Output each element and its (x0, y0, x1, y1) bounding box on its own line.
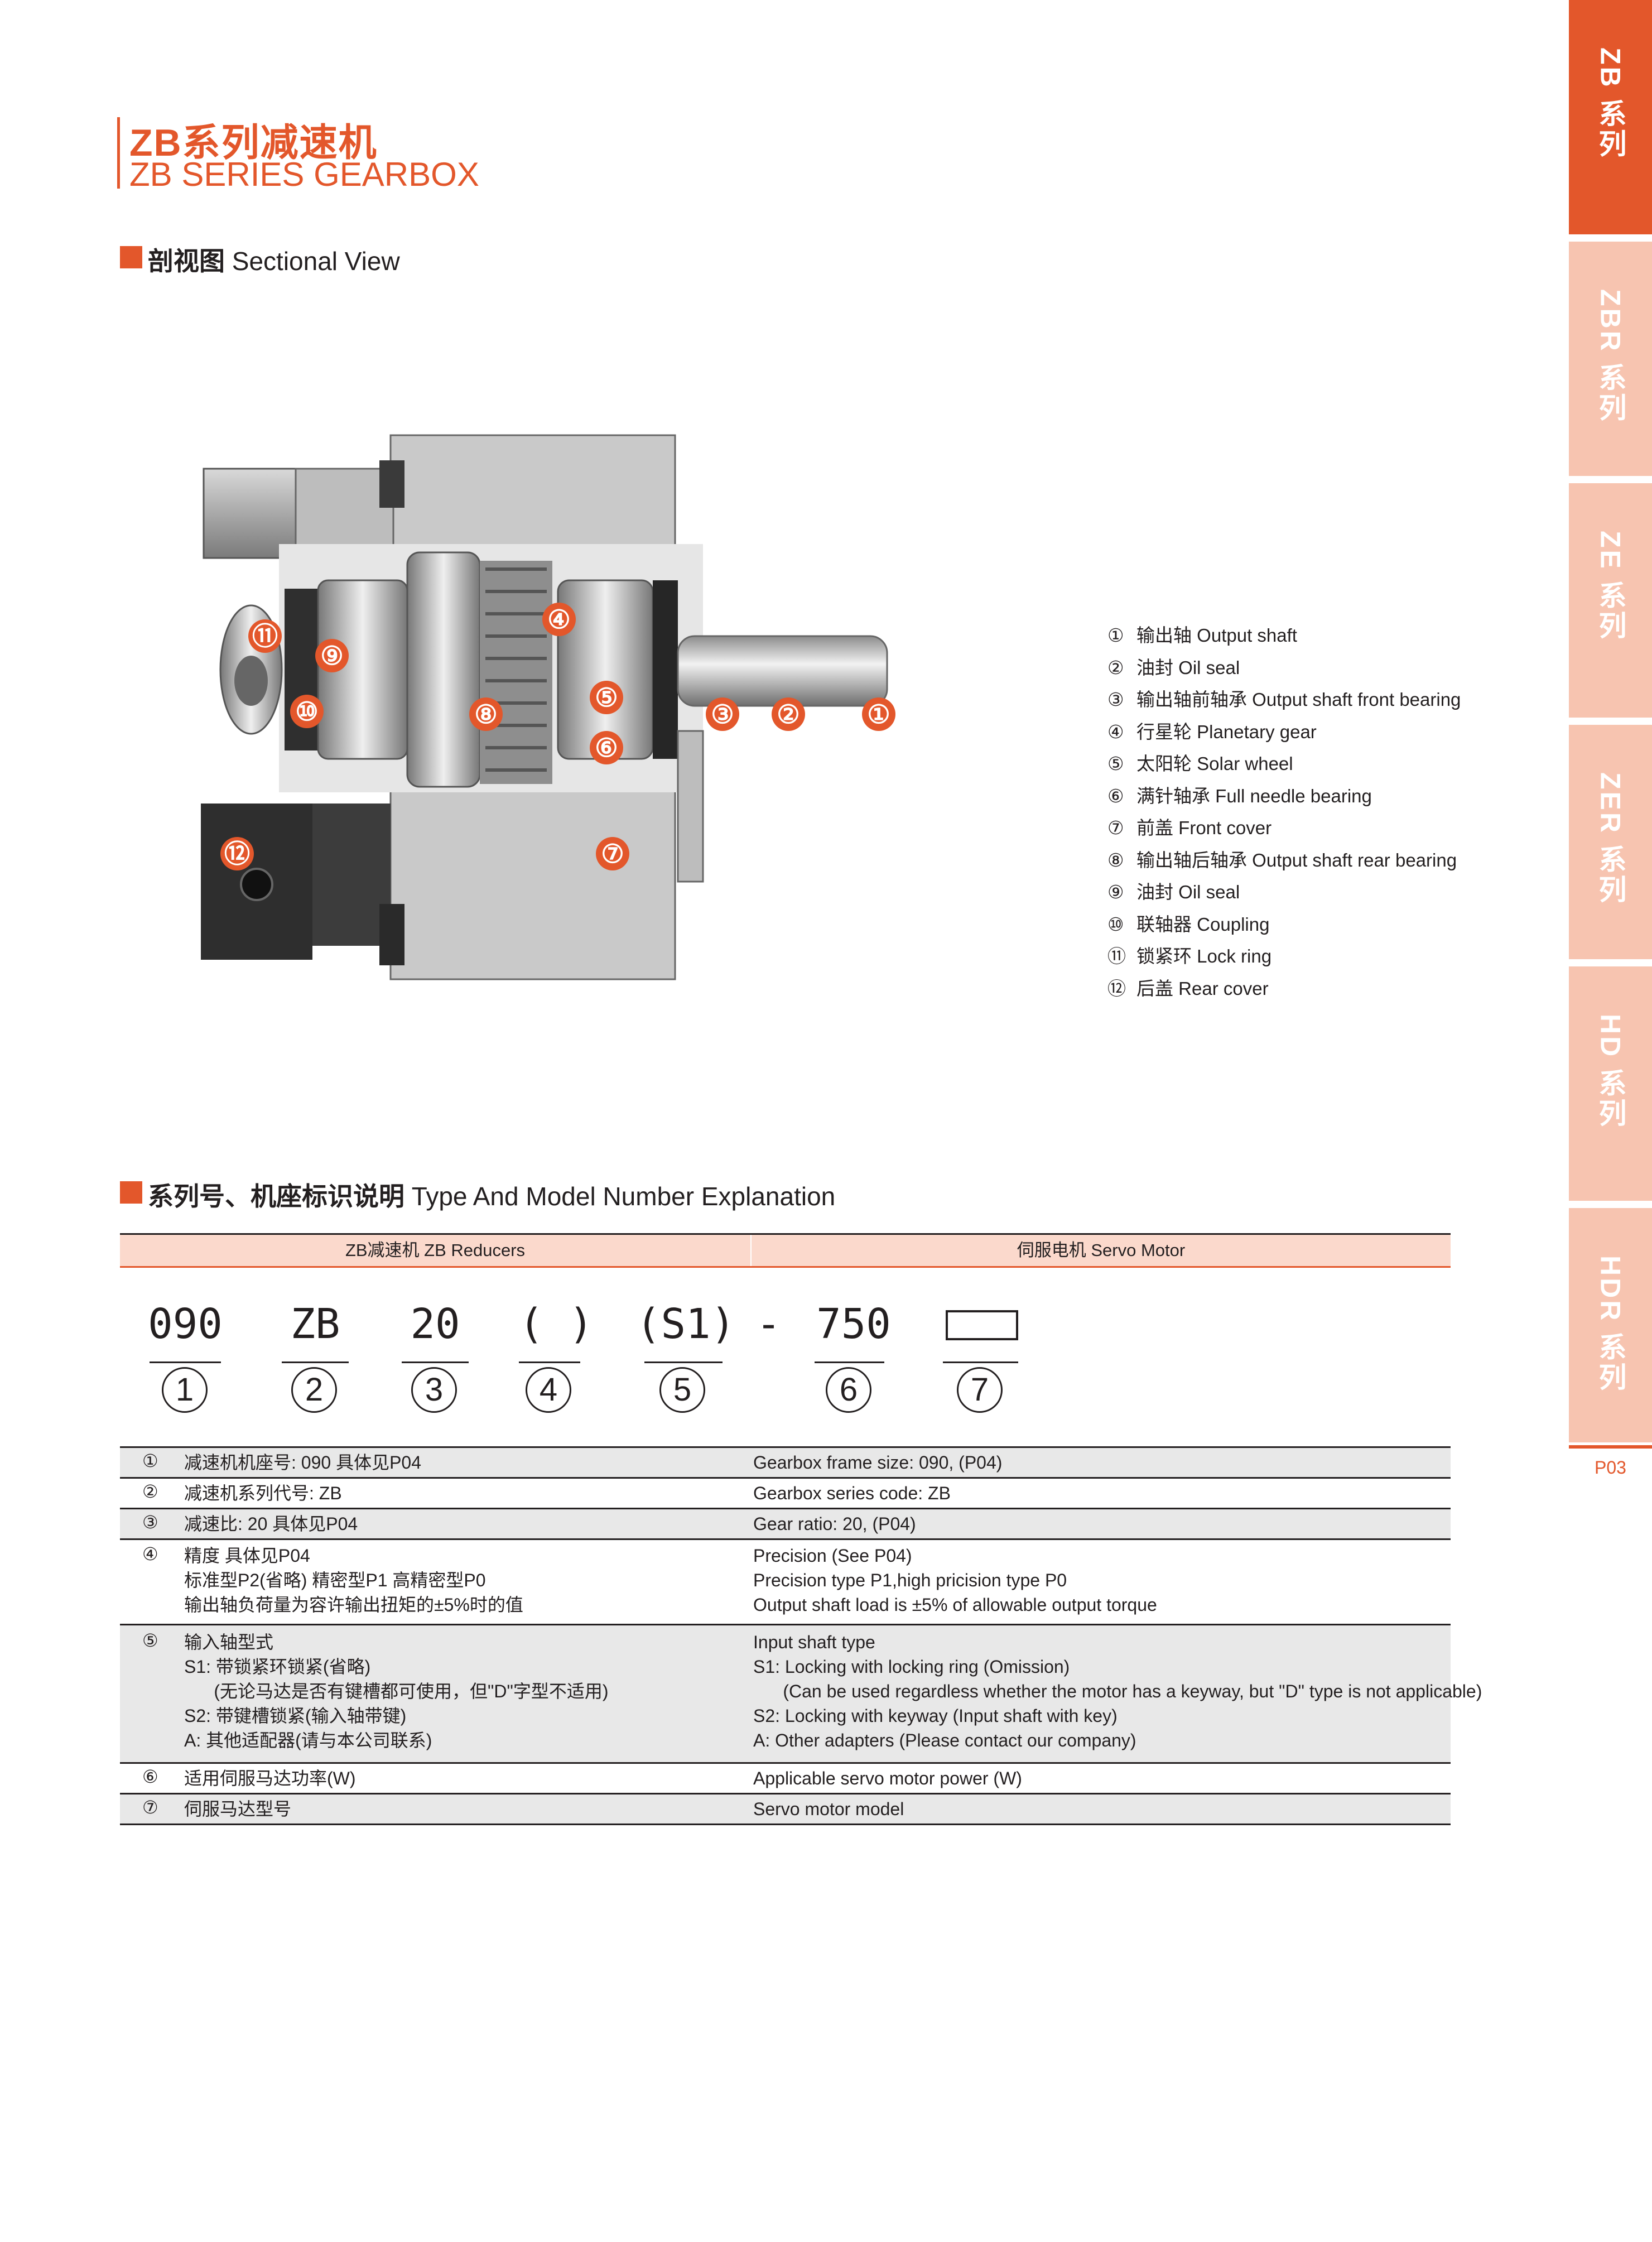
tab-label: HD 系列 (1595, 1014, 1626, 1129)
code-underline (519, 1361, 580, 1363)
explanation-table: ① 减速机机座号: 090 具体见P04 Gearbox frame size:… (120, 1448, 1482, 1833)
callout-2: ② (772, 697, 805, 731)
page-title-cn: ZB系列减速机 (129, 122, 378, 164)
code-motor-model-box (946, 1310, 1018, 1340)
svg-text:⑧: ⑧ (474, 700, 497, 729)
svg-text:①: ① (867, 700, 890, 729)
tab-zbr-series[interactable]: ZBR 系列 (1569, 242, 1652, 476)
callout-9: ⑨ (315, 639, 349, 672)
model-heading: 系列号、机座标识说明 Type And Model Number Explana… (148, 1176, 835, 1213)
svg-text:⑦: ⑦ (601, 839, 624, 868)
code-circle-4: 4 (526, 1367, 571, 1413)
code-circle-5: 5 (659, 1367, 705, 1413)
svg-text:⑪: ⑪ (252, 622, 278, 651)
callout-1: ① (862, 697, 895, 731)
header-servo-motor: 伺服电机 Servo Motor (752, 1235, 1451, 1266)
code-circle-1: 1 (162, 1367, 208, 1413)
table-row: ⑤ 输入轴型式 S1: 带锁紧环锁紧(省略) (无论马达是否有键槽都可使用，但"… (120, 1625, 1482, 1764)
tab-label: ZB 系列 (1595, 47, 1626, 160)
model-heading-cn: 系列号、机座标识说明 (148, 1182, 404, 1211)
code-input-shaft: (S1) (636, 1300, 736, 1348)
model-heading-en: Type And Model Number Explanation (411, 1182, 836, 1211)
code-ratio: 20 (410, 1300, 460, 1348)
table-row: ④ 精度 具体见P04 标准型P2(省略) 精密型P1 高精密型P0 输出轴负荷… (120, 1540, 1451, 1625)
code-precision: ( ) (519, 1300, 594, 1348)
code-circle-2: 2 (291, 1367, 337, 1413)
table-row: ⑥ 适用伺服马达功率(W) Applicable servo motor pow… (120, 1764, 1451, 1794)
callout-5: ⑤ (590, 681, 623, 714)
callout-10: ⑩ (290, 695, 324, 728)
tab-zb-series[interactable]: ZB 系列 (1569, 0, 1652, 234)
page-number: P03 (1595, 1457, 1626, 1478)
code-frame-size: 090 (148, 1300, 223, 1348)
callout-8: ⑧ (469, 697, 503, 731)
sectional-heading-cn: 剖视图 (148, 247, 225, 276)
svg-text:③: ③ (711, 700, 734, 729)
code-dash: - (756, 1300, 781, 1348)
code-series: ZB (290, 1300, 340, 1348)
code-circle-7: 7 (957, 1367, 1003, 1413)
code-circle-3: 3 (411, 1367, 457, 1413)
sectional-heading-en: Sectional View (232, 247, 400, 276)
svg-text:⑩: ⑩ (295, 697, 318, 726)
code-motor-power: 750 (816, 1300, 891, 1348)
svg-text:②: ② (777, 700, 799, 729)
section-marker (120, 246, 142, 268)
callout-3: ③ (706, 697, 739, 731)
table-row: ② 减速机系列代号: ZB Gearbox series code: ZB (120, 1479, 1451, 1509)
tab-label: ZE 系列 (1595, 531, 1626, 641)
svg-text:⑤: ⑤ (595, 683, 618, 712)
table-row: ③ 减速比: 20 具体见P04 Gear ratio: 20, (P04) (120, 1509, 1451, 1540)
tab-label: ZER 系列 (1595, 772, 1626, 905)
header-top-rule (120, 1233, 1451, 1235)
tab-hdr-series[interactable]: HDR 系列 (1569, 1208, 1652, 1442)
tab-hd-series[interactable]: HD 系列 (1569, 966, 1652, 1201)
sectional-heading: 剖视图 Sectional View (148, 241, 400, 278)
section-marker (120, 1181, 142, 1204)
code-underline (282, 1361, 349, 1363)
header-reducers: ZB减速机 ZB Reducers (120, 1235, 750, 1266)
svg-text:④: ④ (547, 605, 570, 634)
table-row: ① 减速机机座号: 090 具体见P04 Gearbox frame size:… (120, 1448, 1451, 1479)
table-row: ⑦ 伺服马达型号 Servo motor model (120, 1794, 1451, 1825)
callout-4: ④ (542, 603, 576, 636)
gearbox-sectional-image: ① ② ③ ④ ⑤ ⑥ ⑦ ⑧ ⑨ ⑩ ⑪ ⑫ (201, 434, 895, 980)
header-bottom-rule (120, 1266, 1451, 1268)
page-title-en: ZB SERIES GEARBOX (129, 156, 479, 193)
callout-6: ⑥ (590, 731, 623, 764)
code-underline (402, 1361, 469, 1363)
callout-11: ⑪ (248, 619, 282, 653)
tab-zer-series[interactable]: ZER 系列 (1569, 725, 1652, 959)
code-underline (943, 1361, 1018, 1363)
header-divider (750, 1235, 752, 1266)
code-underline (815, 1361, 884, 1363)
code-underline (150, 1361, 221, 1363)
code-underline (644, 1361, 723, 1363)
tab-label: ZBR 系列 (1595, 289, 1626, 424)
table-top-rule (120, 1446, 1451, 1448)
title-accent-bar (117, 117, 120, 189)
svg-text:⑨: ⑨ (320, 641, 343, 670)
svg-text:⑥: ⑥ (595, 733, 618, 762)
callout-12: ⑫ (220, 837, 254, 870)
svg-text:⑫: ⑫ (224, 839, 250, 868)
code-circle-6: 6 (826, 1367, 871, 1413)
tab-underline (1569, 1445, 1652, 1449)
tab-ze-series[interactable]: ZE 系列 (1569, 483, 1652, 718)
callout-7: ⑦ (596, 837, 629, 870)
tab-label: HDR 系列 (1595, 1255, 1626, 1393)
